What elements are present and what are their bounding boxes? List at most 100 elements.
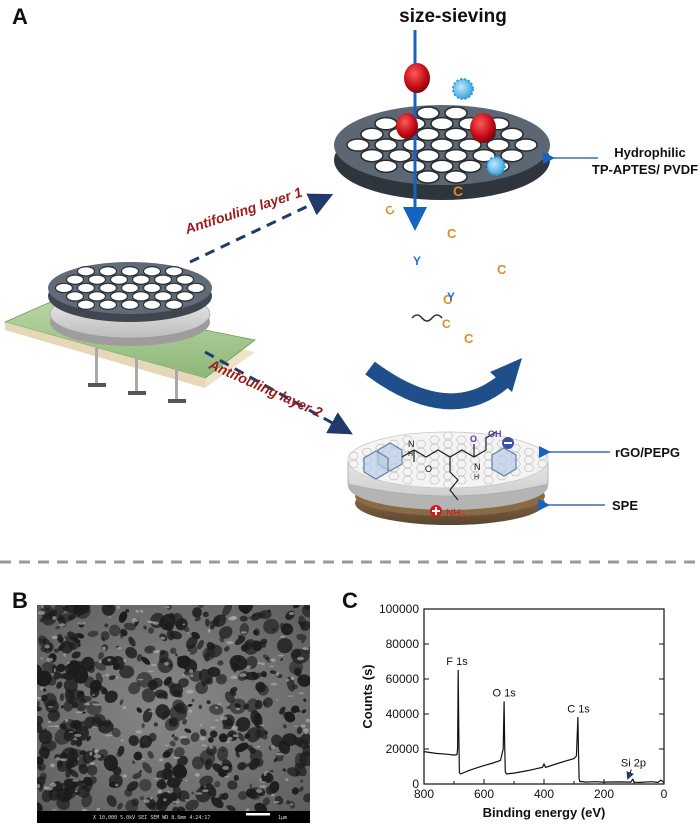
graphene-hexagon bbox=[456, 468, 467, 477]
sem-pore bbox=[229, 654, 248, 671]
sem-pore bbox=[249, 749, 263, 762]
sem-pore bbox=[202, 611, 209, 618]
membrane-pore bbox=[430, 116, 454, 131]
sem-ridge bbox=[226, 741, 230, 744]
sem-pore bbox=[173, 736, 179, 741]
arrow-to-layer2 bbox=[204, 350, 353, 435]
graphene-hexagon bbox=[523, 464, 535, 473]
sem-pore bbox=[160, 781, 165, 786]
sem-ridge bbox=[257, 662, 262, 665]
peak-label: Si 2p bbox=[621, 758, 646, 770]
sem-pore bbox=[75, 632, 83, 639]
sem-pore bbox=[38, 746, 51, 758]
sem-pore bbox=[74, 725, 89, 741]
sem-pore bbox=[108, 675, 116, 680]
sem-pore bbox=[279, 706, 286, 715]
sem-pore bbox=[111, 727, 121, 738]
sem-ridge bbox=[256, 745, 261, 748]
sem-pore bbox=[70, 748, 82, 759]
sem-pore bbox=[42, 688, 47, 692]
membrane-pore bbox=[186, 282, 206, 294]
sem-pore bbox=[280, 658, 283, 661]
sem-pore bbox=[139, 778, 152, 792]
sem-ridge bbox=[286, 695, 294, 697]
sem-pore bbox=[41, 789, 53, 803]
sem-pore bbox=[175, 652, 178, 657]
sem-pore bbox=[128, 636, 136, 647]
sem-pore bbox=[98, 651, 104, 660]
antibody-icon: Y bbox=[413, 254, 421, 268]
graphene-hexagon bbox=[402, 476, 413, 485]
sem-ridge bbox=[215, 706, 219, 709]
x-tick-label: 200 bbox=[594, 787, 614, 801]
sem-pore bbox=[111, 691, 115, 695]
sem-ridge bbox=[41, 605, 44, 609]
sem-ridge bbox=[89, 751, 93, 756]
sem-ridge bbox=[124, 774, 127, 778]
sem-ridge bbox=[226, 641, 234, 645]
graphene-hexagon bbox=[456, 435, 467, 444]
sem-pore bbox=[218, 733, 228, 743]
sem-pore bbox=[77, 643, 81, 647]
sem-image bbox=[37, 605, 310, 811]
sem-pore bbox=[216, 746, 229, 762]
sem-ridge bbox=[49, 782, 57, 787]
sem-pore bbox=[182, 719, 188, 725]
particles bbox=[396, 63, 506, 176]
sem-ridge bbox=[220, 716, 228, 721]
x-tick-label: 600 bbox=[474, 787, 494, 801]
sem-ridge bbox=[181, 674, 186, 676]
sem-pore bbox=[69, 642, 77, 651]
sem-pore bbox=[291, 648, 310, 664]
protein-icon: C bbox=[443, 292, 453, 307]
sem-pore bbox=[292, 605, 300, 609]
sem-pore bbox=[217, 796, 222, 802]
sem-ridge bbox=[182, 623, 186, 626]
sem-pore bbox=[262, 797, 271, 806]
sem-pore bbox=[252, 672, 263, 678]
sem-ridge bbox=[160, 636, 166, 640]
membrane-pore bbox=[87, 291, 107, 302]
sem-ridge bbox=[102, 646, 106, 651]
sem-pore bbox=[38, 729, 53, 745]
sem-info-bar bbox=[37, 811, 310, 823]
peak-label: C 1s bbox=[567, 703, 590, 715]
sem-ridge bbox=[50, 763, 55, 768]
sem-ridge bbox=[143, 799, 150, 803]
sem-pore bbox=[208, 737, 214, 743]
sem-pore bbox=[159, 649, 166, 655]
graphene-hexagon bbox=[483, 460, 494, 469]
sem-ridge bbox=[230, 675, 238, 679]
sem-ridge bbox=[44, 644, 50, 649]
membrane-pore bbox=[430, 159, 454, 174]
sem-pore bbox=[228, 765, 233, 767]
sem-pore bbox=[71, 665, 89, 684]
sem-pore bbox=[164, 762, 172, 770]
sem-pore bbox=[37, 801, 43, 811]
sem-pore bbox=[297, 674, 310, 687]
sem-pore bbox=[269, 770, 274, 773]
x-tick-label: 800 bbox=[414, 787, 434, 801]
sem-ridge bbox=[218, 703, 222, 705]
sem-ridge bbox=[195, 669, 202, 671]
sem-pore bbox=[176, 806, 186, 811]
sem-ridge bbox=[301, 724, 306, 728]
sem-ridge bbox=[215, 719, 219, 722]
chem-h-label: H bbox=[408, 451, 413, 458]
protein-icon: C bbox=[447, 226, 457, 241]
sem-pore bbox=[136, 654, 143, 662]
sem-pore bbox=[73, 605, 83, 611]
sem-pore bbox=[128, 735, 140, 746]
sem-pore bbox=[194, 616, 201, 622]
sem-ridge bbox=[201, 744, 208, 747]
sem-pore bbox=[199, 728, 207, 737]
y-tick-label: 20000 bbox=[386, 742, 420, 756]
membrane-pore bbox=[374, 116, 398, 131]
membrane-pore bbox=[458, 138, 482, 152]
sem-ridge bbox=[240, 631, 247, 634]
sem-pore bbox=[222, 605, 233, 617]
sem-ridge bbox=[172, 800, 180, 804]
membrane-pore bbox=[65, 291, 85, 302]
sem-pore bbox=[87, 630, 99, 637]
